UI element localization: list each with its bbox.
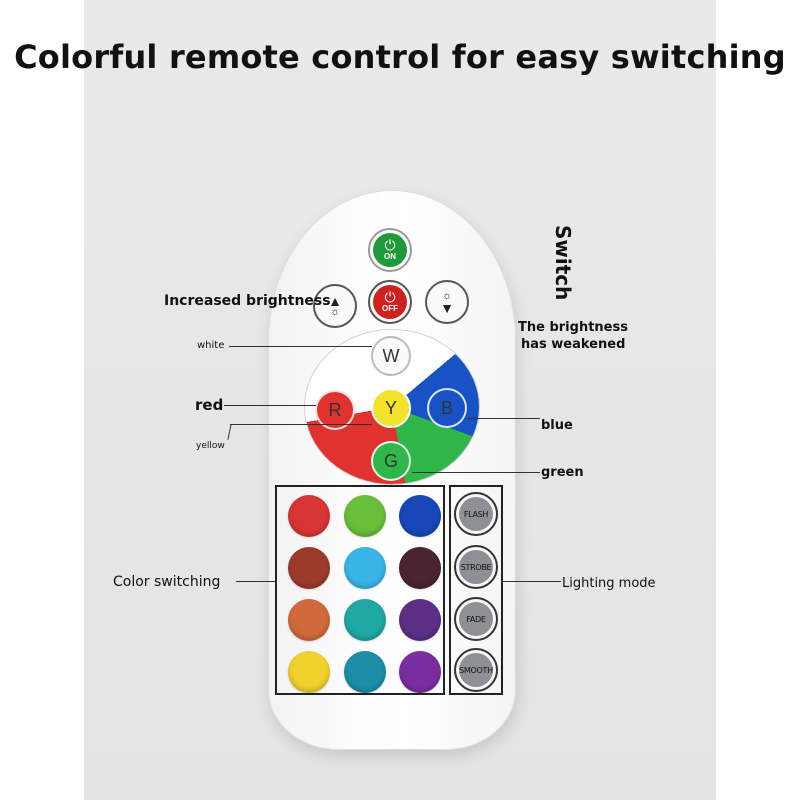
- color-key-9[interactable]: [399, 599, 441, 641]
- smooth-button[interactable]: SMOOTH: [454, 648, 498, 692]
- color-key-5[interactable]: [344, 547, 386, 589]
- mode-label: SMOOTH: [459, 653, 493, 687]
- red-callout-line: [224, 405, 316, 406]
- color-key-6[interactable]: [399, 547, 441, 589]
- lighting-mode-panel: [449, 485, 503, 695]
- power-icon: ⏻ OFF: [373, 285, 407, 319]
- power-on-button[interactable]: ⏻ ON: [368, 228, 412, 272]
- green-key[interactable]: G: [371, 441, 411, 481]
- page-title: Colorful remote control for easy switchi…: [14, 38, 786, 76]
- lighting-mode-label: Lighting mode: [562, 576, 656, 591]
- mode-label: FLASH: [459, 497, 493, 531]
- increased-brightness-label: Increased brightness: [164, 293, 331, 309]
- yellow-label: yellow: [196, 441, 225, 451]
- sun-icon: ☼: [441, 289, 453, 302]
- switch-label: Switch: [551, 225, 575, 301]
- blue-label: blue: [541, 418, 573, 433]
- color-key-8[interactable]: [344, 599, 386, 641]
- green-callout-line: [412, 472, 540, 473]
- sun-icon: ☼: [329, 305, 341, 318]
- color-key-4[interactable]: [288, 547, 330, 589]
- brightness-up-button[interactable]: ▲ ☼: [313, 284, 357, 328]
- triangle-down-icon: ▼: [440, 299, 454, 316]
- power-icon: ⏻ ON: [373, 233, 407, 267]
- color-key-3[interactable]: [399, 495, 441, 537]
- color-switching-panel: [275, 485, 445, 695]
- lighting-mode-callout-line: [503, 581, 561, 582]
- yellow-key[interactable]: Y: [371, 388, 411, 428]
- color-switching-label: Color switching: [113, 574, 221, 590]
- strobe-button[interactable]: STROBE: [454, 545, 498, 589]
- blue-key[interactable]: B: [427, 388, 467, 428]
- color-key-11[interactable]: [344, 651, 386, 693]
- white-callout-line: [229, 346, 372, 347]
- color-key-1[interactable]: [288, 495, 330, 537]
- color-key-2[interactable]: [344, 495, 386, 537]
- color-key-10[interactable]: [288, 651, 330, 693]
- fade-button[interactable]: FADE: [454, 597, 498, 641]
- yellow-callout-line: [230, 424, 372, 425]
- green-label: green: [541, 465, 584, 480]
- mode-label: FADE: [459, 602, 493, 636]
- red-key[interactable]: R: [315, 390, 355, 430]
- blue-callout-line: [468, 418, 540, 419]
- mode-label: STROBE: [459, 550, 493, 584]
- white-key[interactable]: W: [371, 336, 411, 376]
- brightness-weakened-label-line2: has weakened: [521, 337, 626, 352]
- white-label: white: [197, 340, 225, 351]
- power-off-button[interactable]: ⏻ OFF: [368, 280, 412, 324]
- color-key-12[interactable]: [399, 651, 441, 693]
- red-label: red: [195, 396, 224, 414]
- triangle-up-icon: ▲: [328, 292, 342, 309]
- flash-button[interactable]: FLASH: [454, 492, 498, 536]
- brightness-down-button[interactable]: ☼ ▼: [425, 280, 469, 324]
- brightness-weakened-label-line1: The brightness: [518, 320, 628, 335]
- color-key-7[interactable]: [288, 599, 330, 641]
- color-switching-callout-line: [236, 581, 275, 582]
